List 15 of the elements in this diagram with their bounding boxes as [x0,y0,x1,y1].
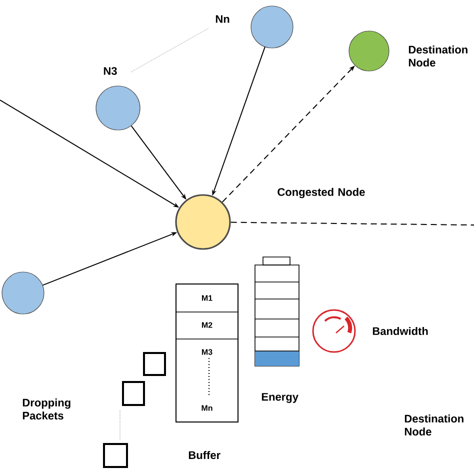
label: Nn [216,15,230,23]
buffer-box: M1 M2 M3 Mn [176,284,238,422]
label: Energy [262,393,298,403]
label: Destination Node [404,414,464,436]
node-circle [250,6,294,48]
label: Dropping Packets [22,398,70,420]
node-circle [96,86,140,130]
node-circle [348,30,390,72]
node-caption: Destination Node [408,45,468,67]
label: Congested Node [278,188,365,198]
label: N3 [104,67,117,75]
node-circle [2,272,44,314]
node-circle [175,194,231,250]
node-caption: Buffer [188,450,220,460]
label: Bandwidth [372,326,428,336]
